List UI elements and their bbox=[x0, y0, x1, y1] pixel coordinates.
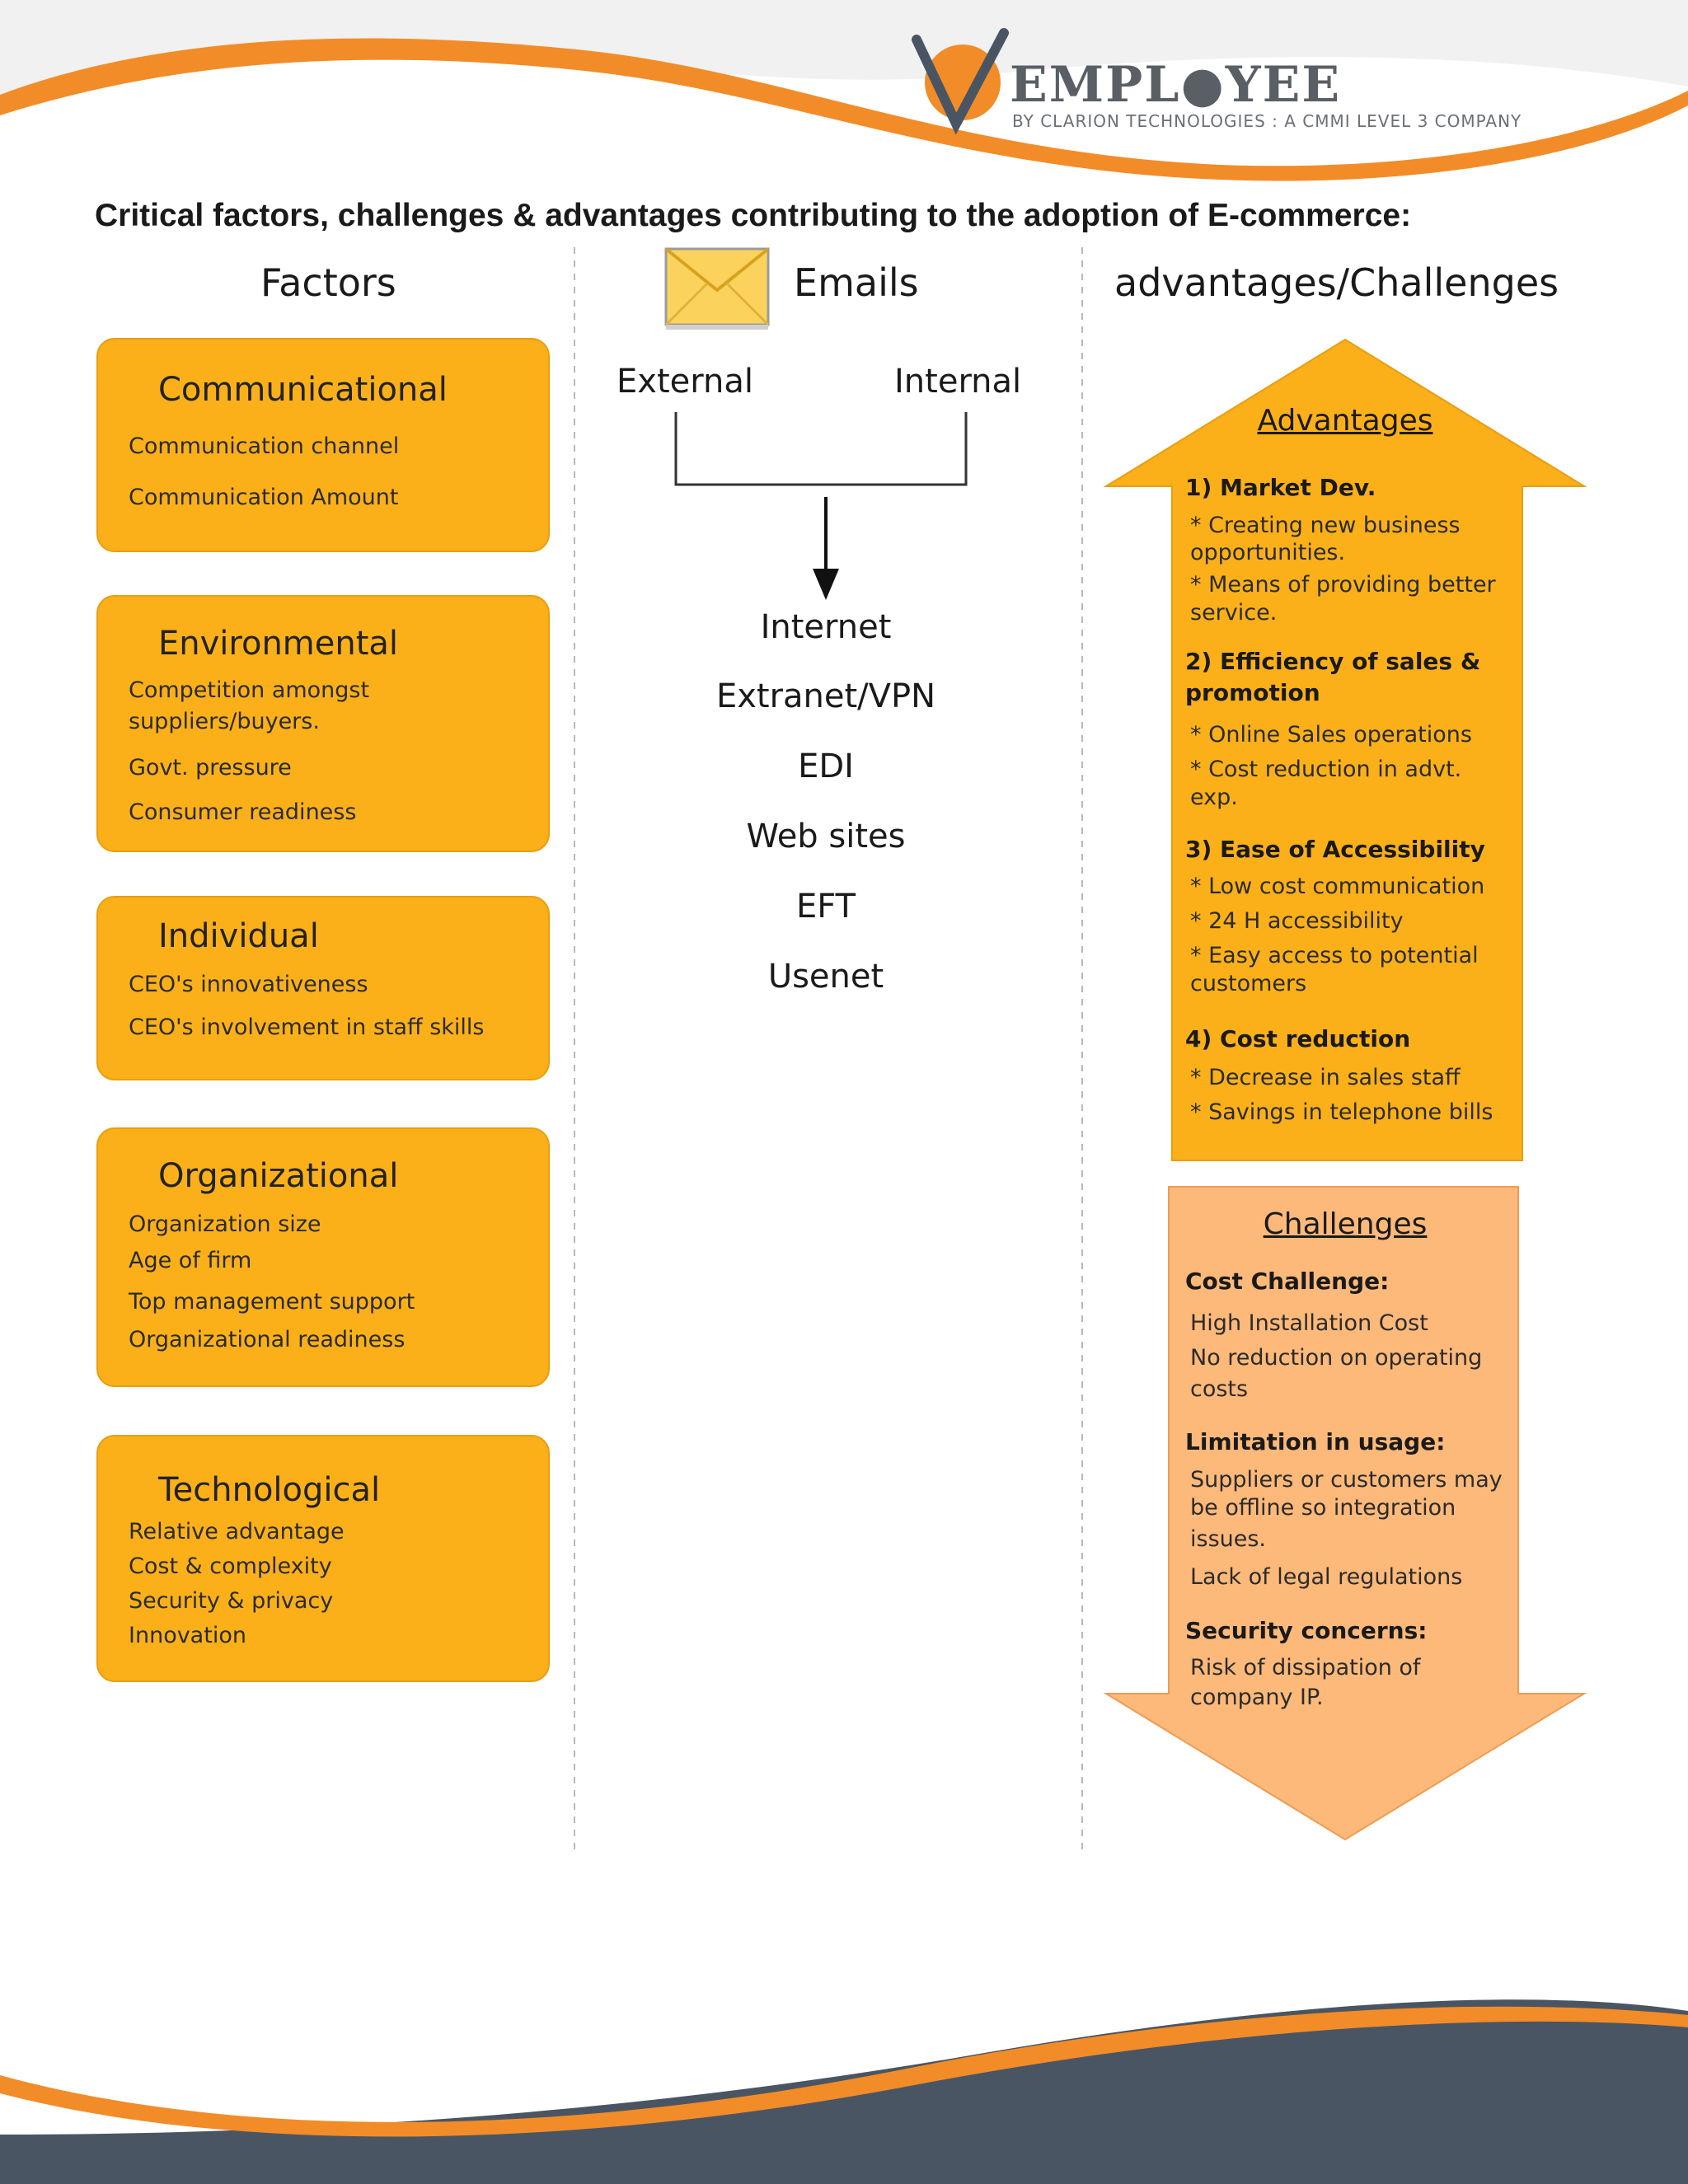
advantage-line: * Savings in telephone bills bbox=[1190, 1099, 1493, 1125]
top-wave-grey bbox=[0, 0, 1688, 107]
challenge-line: Suppliers or customers may bbox=[1190, 1467, 1503, 1493]
factor-item: Competition amongst bbox=[129, 677, 370, 703]
advantages-title: Advantages bbox=[1257, 404, 1433, 438]
factor-item: CEO's involvement in staff skills bbox=[129, 1015, 485, 1040]
advantage-section-title: 3) Ease of Accessibility bbox=[1185, 836, 1485, 863]
advantage-section-title: 1) Market Dev. bbox=[1185, 474, 1376, 501]
advantage-section-title: 2) Efficiency of sales & bbox=[1185, 648, 1481, 675]
factor-box-organizational: Organizational Organization size Age of … bbox=[96, 1127, 550, 1387]
factor-item: CEO's innovativeness bbox=[129, 972, 368, 997]
advantage-line: * Online Sales operations bbox=[1190, 722, 1472, 748]
factor-item: Cost & complexity bbox=[129, 1554, 332, 1579]
advantage-line: exp. bbox=[1190, 785, 1238, 810]
advantages-challenges-heading: advantages/Challenges bbox=[1114, 260, 1559, 305]
challenge-section-title: Cost Challenge: bbox=[1185, 1268, 1390, 1295]
factor-item: Communication channel bbox=[129, 434, 400, 459]
factor-box-environmental: Environmental Competition amongst suppli… bbox=[96, 595, 550, 852]
logo-mark-icon bbox=[912, 28, 1009, 135]
advantage-line: * Easy access to potential bbox=[1190, 943, 1479, 968]
challenge-line: issues. bbox=[1190, 1526, 1267, 1552]
factor-item: Top management support bbox=[129, 1289, 415, 1315]
channel-item: Usenet bbox=[767, 958, 884, 996]
advantage-section-title: promotion bbox=[1185, 679, 1320, 706]
challenge-line: be offline so integration bbox=[1190, 1495, 1456, 1521]
factor-title: Technological bbox=[158, 1471, 381, 1509]
advantages-arrow bbox=[1103, 338, 1587, 1161]
advantage-line: * Means of providing better bbox=[1190, 572, 1496, 598]
factor-title: Organizational bbox=[158, 1157, 399, 1195]
advantage-line: * 24 H accessibility bbox=[1190, 908, 1404, 934]
factor-title: Environmental bbox=[158, 625, 399, 663]
channel-item: EFT bbox=[795, 888, 856, 926]
email-bracket bbox=[674, 412, 968, 486]
top-wave-orange bbox=[0, 38, 1688, 181]
advantage-line: * Decrease in sales staff bbox=[1190, 1065, 1461, 1090]
factor-box-individual: Individual CEO's innovativeness CEO's in… bbox=[96, 896, 550, 1080]
advantage-line: * Low cost communication bbox=[1190, 874, 1485, 899]
factor-item: suppliers/buyers. bbox=[129, 709, 320, 734]
email-external-label: External bbox=[617, 363, 753, 401]
challenge-section-title: Limitation in usage: bbox=[1185, 1428, 1446, 1455]
factor-box-technological: Technological Relative advantage Cost & … bbox=[96, 1435, 550, 1682]
envelope-icon bbox=[664, 247, 770, 330]
factor-item: Consumer readiness bbox=[129, 799, 357, 825]
emails-heading: Emails bbox=[794, 260, 919, 305]
factor-title: Individual bbox=[158, 917, 319, 955]
factor-box-communicational: Communicational Communication channel Co… bbox=[96, 338, 550, 552]
challenge-line: Lack of legal regulations bbox=[1190, 1564, 1463, 1590]
factors-heading: Factors bbox=[260, 260, 396, 305]
channel-item: Extranet/VPN bbox=[715, 677, 936, 715]
advantage-section-title: 4) Cost reduction bbox=[1185, 1025, 1411, 1052]
factor-item: Relative advantage bbox=[129, 1519, 345, 1544]
advantage-line: * Creating new business bbox=[1190, 513, 1461, 538]
challenge-section-title: Security concerns: bbox=[1185, 1617, 1428, 1644]
challenges-title: Challenges bbox=[1263, 1207, 1428, 1241]
advantage-line: customers bbox=[1190, 971, 1307, 996]
advantage-line: * Cost reduction in advt. bbox=[1190, 757, 1462, 782]
channel-item: EDI bbox=[798, 748, 854, 785]
factor-item: Organizational readiness bbox=[129, 1327, 406, 1352]
challenge-line: company IP. bbox=[1190, 1685, 1324, 1710]
challenge-line: costs bbox=[1190, 1376, 1249, 1402]
factor-item: Govt. pressure bbox=[129, 755, 292, 780]
logo-tagline: BY CLARION TECHNOLOGIES : A CMMI LEVEL 3… bbox=[1012, 111, 1522, 131]
factor-item: Age of firm bbox=[129, 1248, 252, 1273]
factor-item: Organization size bbox=[129, 1212, 321, 1237]
page-title: Critical factors, challenges & advantage… bbox=[95, 198, 1412, 233]
challenge-line: Risk of dissipation of bbox=[1190, 1655, 1421, 1680]
bottom-wave-orange bbox=[0, 2006, 1688, 2137]
challenge-line: High Installation Cost bbox=[1190, 1310, 1428, 1336]
email-arrow-head bbox=[813, 569, 839, 600]
factor-title: Communicational bbox=[158, 371, 448, 409]
advantage-line: service. bbox=[1190, 600, 1278, 626]
logo-text: EMPL●YEE bbox=[1010, 56, 1342, 114]
advantage-line: opportunities. bbox=[1190, 540, 1346, 565]
factor-item: Innovation bbox=[129, 1623, 246, 1648]
channel-item: Web sites bbox=[746, 818, 906, 855]
factor-item: Security & privacy bbox=[129, 1588, 334, 1614]
factor-item: Communication Amount bbox=[129, 485, 399, 510]
email-internal-label: Internal bbox=[894, 363, 1022, 401]
channel-item: Internet bbox=[760, 608, 892, 646]
challenge-line: No reduction on operating bbox=[1190, 1345, 1483, 1371]
challenges-arrow bbox=[1103, 1186, 1587, 1841]
